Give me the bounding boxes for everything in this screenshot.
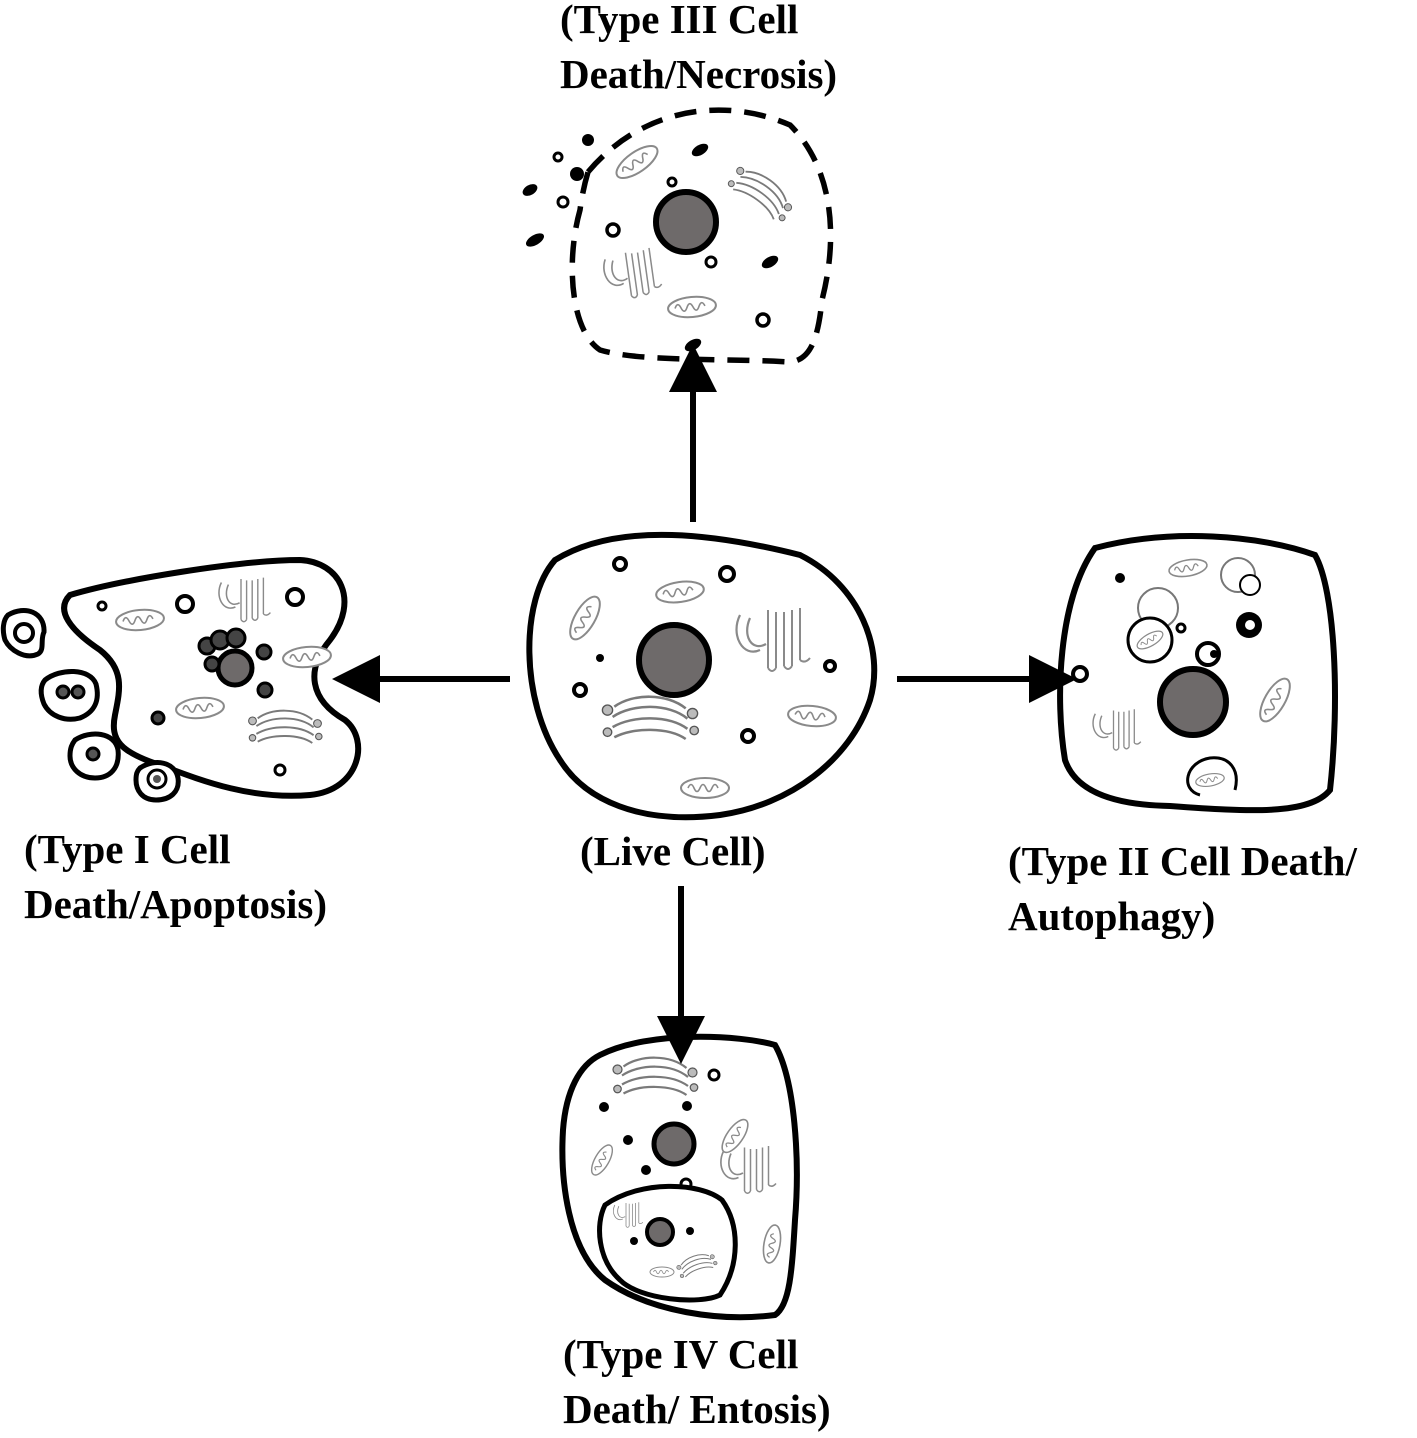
- live-cell-label-line1: (Live Cell): [580, 828, 766, 874]
- autophagy-label-line2: Autophagy): [1008, 893, 1216, 939]
- necrosis-label-line2: Death/Necrosis): [560, 51, 838, 97]
- necrosis-label-line1: (Type III Cell: [560, 0, 799, 42]
- live-cell-label: (Live Cell): [580, 824, 766, 879]
- autophagy-cell-nucleus: [1157, 666, 1229, 738]
- entosis-cell: [559, 1033, 800, 1321]
- apoptosis-cell: [0, 556, 362, 803]
- apoptosis-label-line2: Death/Apoptosis): [24, 881, 327, 927]
- entosis-label-line2: Death/ Entosis): [563, 1386, 831, 1432]
- autophagy-cell: [1057, 533, 1338, 814]
- entosis-inner-nucleus: [645, 1217, 675, 1247]
- apoptosis-label: (Type I Cell Death/Apoptosis): [24, 822, 327, 932]
- transition-arrows: [332, 344, 1077, 1064]
- necrosis-cell-nucleus: [653, 189, 719, 255]
- apoptosis-cell-nucleus: [215, 648, 255, 688]
- autophagy-label-line1: (Type II Cell Death/: [1008, 838, 1357, 884]
- apoptotic-bodies: [0, 608, 181, 803]
- necrosis-label: (Type III Cell Death/Necrosis): [560, 0, 837, 102]
- live-cell: [526, 531, 878, 821]
- necrosis-cell: [522, 107, 834, 365]
- entosis-label: (Type IV Cell Death/ Entosis): [563, 1327, 831, 1437]
- autophagy-label: (Type II Cell Death/ Autophagy): [1008, 834, 1357, 944]
- live-cell-nucleus: [636, 622, 712, 698]
- entosis-outer-nucleus: [651, 1121, 697, 1167]
- apoptosis-label-line1: (Type I Cell: [24, 826, 231, 872]
- entosis-label-line1: (Type IV Cell: [563, 1331, 799, 1377]
